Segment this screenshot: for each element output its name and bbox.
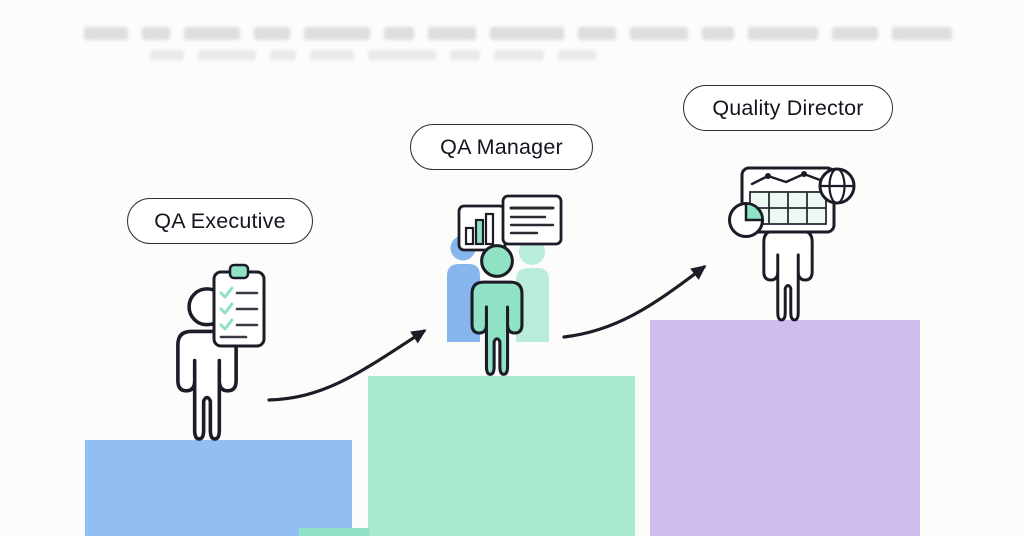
faded-word xyxy=(310,50,354,60)
clipboard-checklist-icon xyxy=(212,263,266,348)
faded-word xyxy=(304,27,370,40)
quality-director-figure xyxy=(728,166,856,322)
faded-word xyxy=(630,27,688,40)
faded-word xyxy=(198,50,256,60)
faded-word xyxy=(892,27,952,40)
stair-step-qa-executive xyxy=(85,440,352,536)
document-chart-icon xyxy=(457,204,507,252)
team-member-right-icon xyxy=(516,239,549,342)
faded-word xyxy=(428,27,476,40)
faded-word xyxy=(490,27,564,40)
document-text-icon xyxy=(501,194,563,246)
faded-word xyxy=(384,27,414,40)
faded-word xyxy=(450,50,480,60)
faded-word xyxy=(578,27,616,40)
globe-icon xyxy=(818,167,856,205)
step-label-qa-manager: QA Manager xyxy=(410,124,593,170)
faded-word xyxy=(142,27,170,40)
faded-word xyxy=(832,27,878,40)
faded-header-text-2 xyxy=(150,50,596,60)
faded-word xyxy=(368,50,436,60)
pie-chart-icon xyxy=(728,202,764,238)
person-icon xyxy=(470,244,524,376)
faded-word xyxy=(748,27,818,40)
faded-word xyxy=(270,50,296,60)
step-label-quality-director: Quality Director xyxy=(683,85,893,131)
qa-manager-figure xyxy=(447,194,563,376)
stair-step-quality-director xyxy=(650,320,920,536)
faded-word xyxy=(702,27,734,40)
faded-word xyxy=(558,50,596,60)
faded-word xyxy=(254,27,290,40)
faded-header-text xyxy=(84,27,952,40)
faded-word xyxy=(494,50,544,60)
faded-word xyxy=(184,27,240,40)
faded-word xyxy=(150,50,184,60)
stair-step-qa-manager xyxy=(368,376,635,536)
step-base-accent xyxy=(299,528,369,536)
step-label-qa-executive: QA Executive xyxy=(127,198,313,244)
qa-executive-figure xyxy=(176,263,266,441)
faded-word xyxy=(84,27,128,40)
